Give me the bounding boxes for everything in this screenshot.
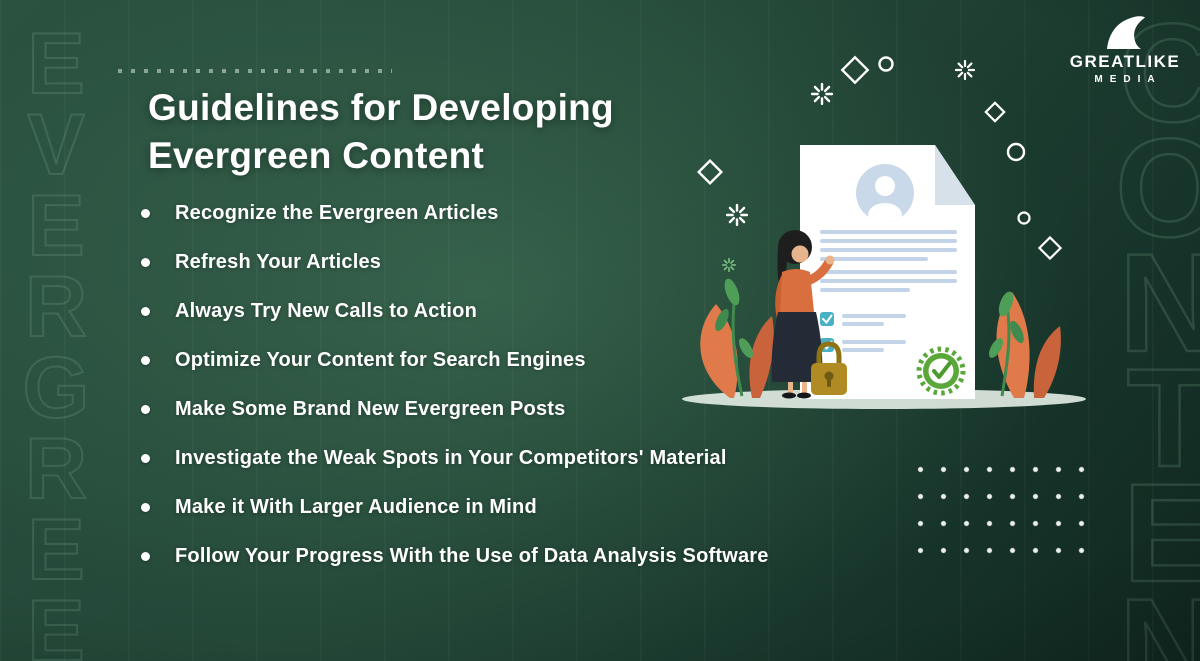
list-item: Recognize the Evergreen Articles: [141, 202, 921, 224]
circle-icon: [878, 56, 894, 72]
list-item-label: Follow Your Progress With the Use of Dat…: [175, 544, 769, 567]
list-item: Always Try New Calls to Action: [141, 300, 921, 322]
sparkle-icon: [810, 82, 834, 106]
bullet-dot-icon: [141, 306, 150, 316]
brand-sub: MEDIA: [1094, 74, 1162, 85]
bullet-dot-icon: [141, 404, 150, 414]
diamond-icon: [1037, 235, 1063, 261]
sparkle-icon: [954, 59, 976, 81]
dotted-line-decoration: [118, 69, 392, 73]
page-title-line2: Evergreen Content: [148, 135, 485, 177]
list-item-label: Recognize the Evergreen Articles: [175, 201, 499, 224]
woman-illustration: [771, 230, 835, 399]
sparkle-icon: [725, 203, 749, 227]
brand-name: GREATLIKE: [1069, 52, 1181, 71]
list-item: Make it With Larger Audience in Mind: [141, 496, 921, 518]
shark-fin-icon: [1107, 16, 1145, 49]
bullet-dot-icon: [141, 257, 150, 267]
document-illustration: [800, 145, 975, 399]
list-item-label: Optimize Your Content for Search Engines: [175, 348, 586, 371]
list-item-label: Investigate the Weak Spots in Your Compe…: [175, 446, 727, 469]
illustration: [682, 55, 1086, 409]
guidelines-list: Recognize the Evergreen Articles Refresh…: [141, 202, 921, 594]
page-title: Guidelines for Developing Evergreen Cont…: [148, 84, 614, 180]
circle-icon: [1006, 142, 1026, 162]
checklist-row: [820, 312, 906, 326]
diamond-icon: [984, 101, 1006, 123]
dot-grid-decoration: [905, 452, 1089, 570]
list-item: Optimize Your Content for Search Engines: [141, 349, 921, 371]
list-item-label: Make Some Brand New Evergreen Posts: [175, 397, 566, 420]
brand-logo: GREATLIKE MEDIA: [1052, 16, 1198, 85]
list-item-label: Always Try New Calls to Action: [175, 299, 478, 322]
bullet-dot-icon: [141, 355, 150, 365]
sparkle-icon: [721, 257, 737, 273]
bullet-dot-icon: [141, 502, 150, 512]
bullet-dot-icon: [141, 453, 150, 463]
page-fold: [935, 145, 975, 205]
diamond-icon: [840, 55, 870, 85]
diamond-icon: [696, 158, 724, 186]
verified-badge-icon: [916, 346, 966, 396]
list-item: Investigate the Weak Spots in Your Compe…: [141, 447, 921, 469]
avatar-icon: [856, 164, 914, 222]
background-word-content: CONTENT: [1090, 0, 1200, 661]
leaf-decoration-left: [700, 278, 774, 398]
leaf-decoration-right: [989, 291, 1061, 398]
list-item-label: Make it With Larger Audience in Mind: [175, 495, 537, 518]
document-text-lines: [820, 230, 957, 292]
list-item: Follow Your Progress With the Use of Dat…: [141, 545, 921, 567]
page-title-line1: Guidelines for Developing: [148, 87, 614, 128]
lock-icon: [811, 341, 847, 395]
bullet-dot-icon: [141, 551, 150, 561]
circle-icon: [1017, 211, 1031, 225]
bullet-dot-icon: [141, 208, 150, 218]
list-item: Refresh Your Articles: [141, 251, 921, 273]
background-word-evergreen: EVERGREEN: [7, 15, 105, 661]
list-item-label: Refresh Your Articles: [175, 250, 382, 273]
list-item: Make Some Brand New Evergreen Posts: [141, 398, 921, 420]
